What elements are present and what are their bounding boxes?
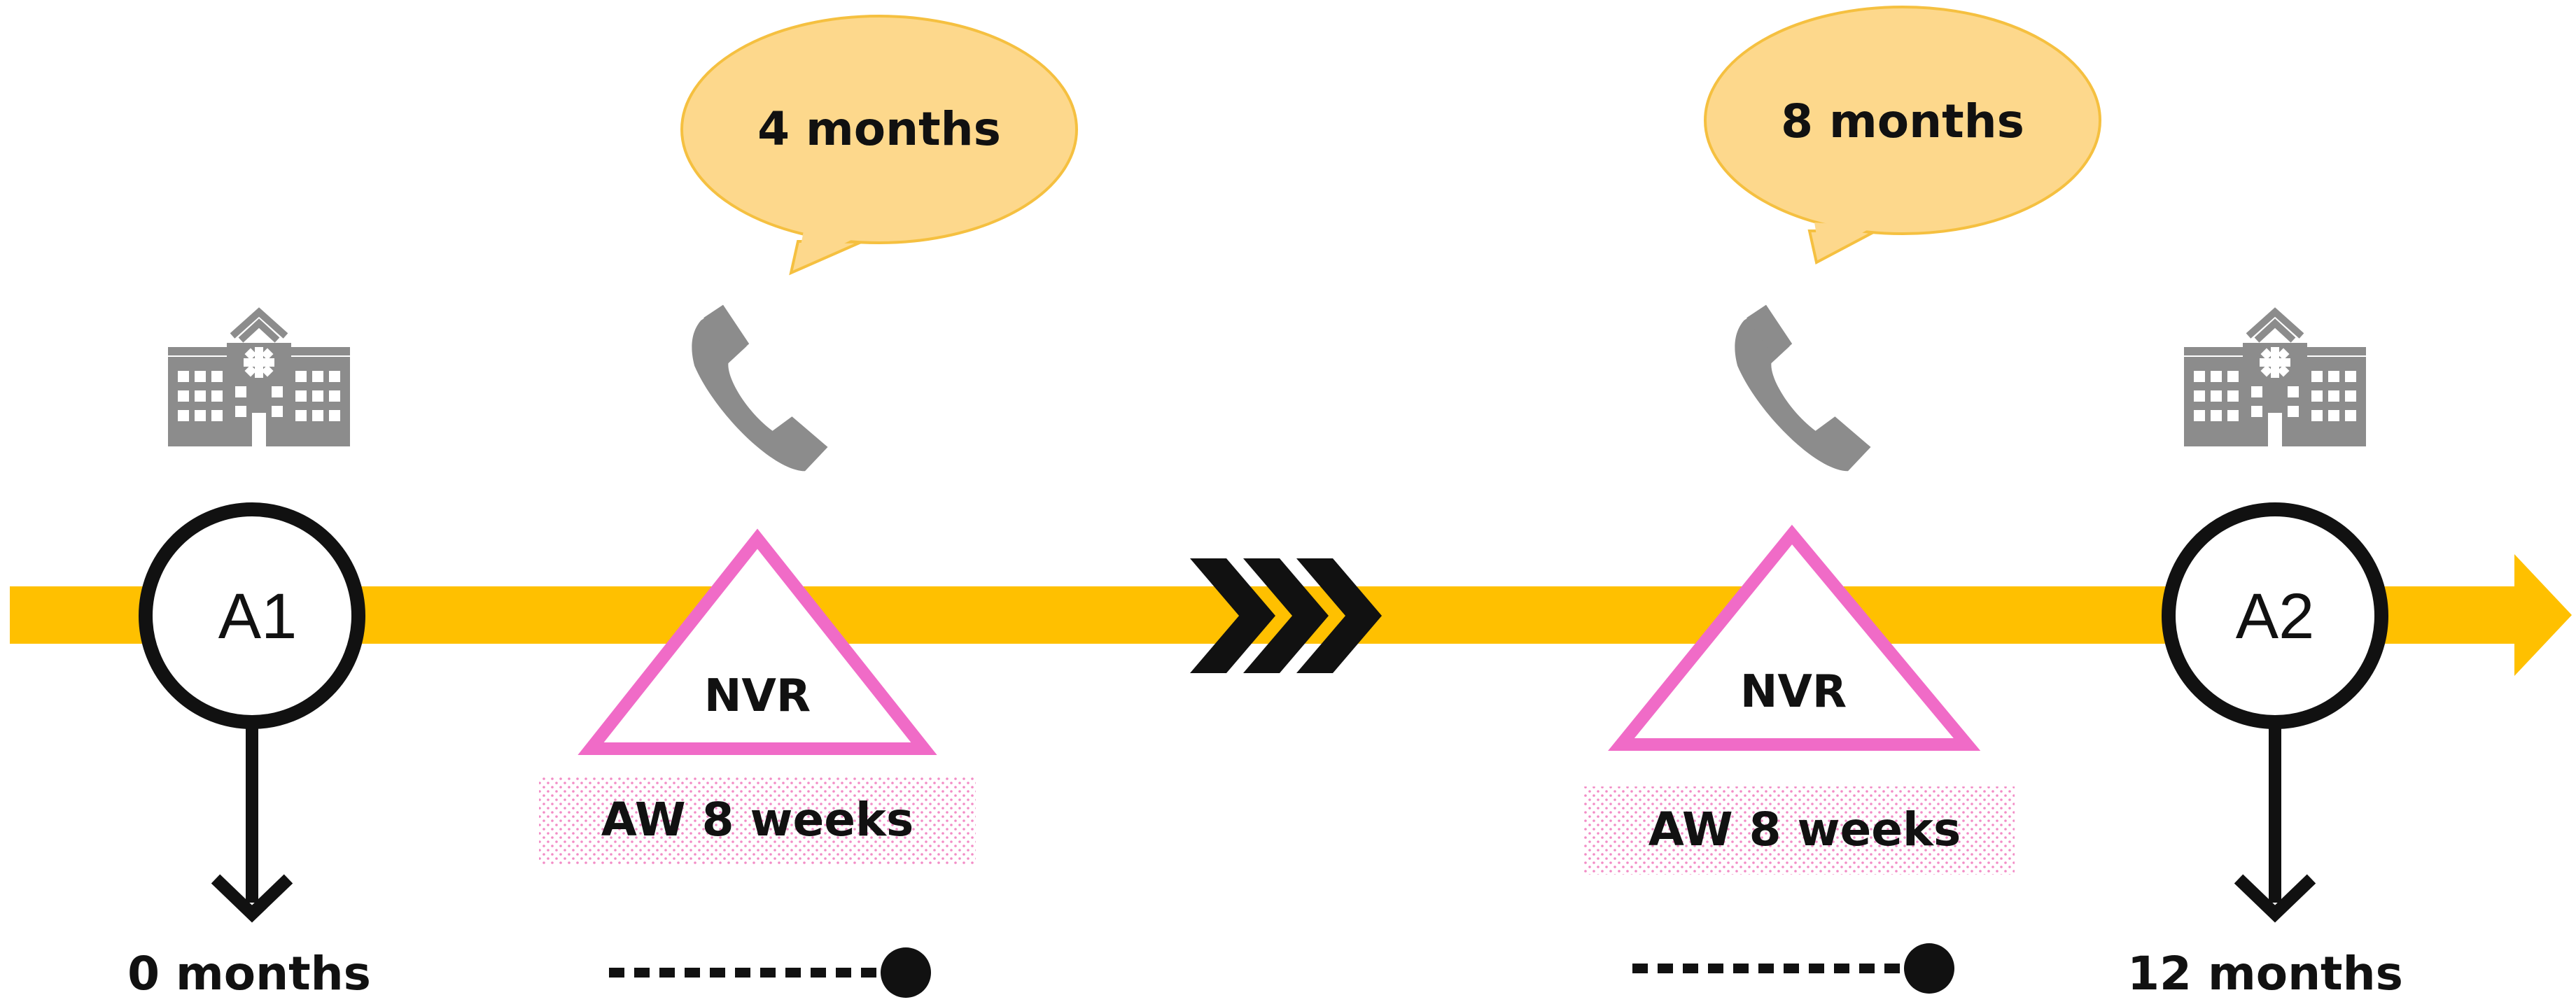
triangle-label: NVR <box>1740 666 1847 718</box>
window-box <box>539 777 976 865</box>
call-2: NVR AW 8 weeks <box>1583 524 2015 994</box>
hospital-icon <box>168 312 350 446</box>
triangle-label: NVR <box>704 670 811 722</box>
call-1: NVR AW 8 weeks <box>539 528 976 998</box>
bubble-text: 4 months <box>757 102 1001 156</box>
triple-chevron-right-icon <box>1190 558 1382 673</box>
speech-bubble-8-months: 8 months <box>1704 6 2101 264</box>
time-label: 12 months <box>2127 947 2403 1001</box>
endpoint-dot <box>881 947 931 998</box>
milestone-label: A1 <box>218 581 298 652</box>
hospital-icon <box>2184 312 2366 446</box>
nvr-triangle <box>1608 524 1981 751</box>
phone-icon <box>1735 304 1872 472</box>
window-label: AW 8 weeks <box>1648 803 1961 856</box>
speech-bubble-4-months: 4 months <box>680 15 1078 276</box>
endpoint-dot <box>1904 943 1954 994</box>
time-label: 0 months <box>127 947 371 1001</box>
arrow-down-icon <box>211 874 293 923</box>
milestone-end: A2 12 months <box>2127 502 2403 1001</box>
window-box <box>1583 786 2015 875</box>
window-label: AW 8 weeks <box>601 793 913 847</box>
milestone-start: A1 0 months <box>127 502 371 1001</box>
bubble-text: 8 months <box>1781 94 2024 148</box>
milestone-label: A2 <box>2236 581 2315 652</box>
arrow-down-icon <box>2234 874 2316 923</box>
phone-icon <box>692 304 830 472</box>
nvr-triangle <box>578 528 937 755</box>
